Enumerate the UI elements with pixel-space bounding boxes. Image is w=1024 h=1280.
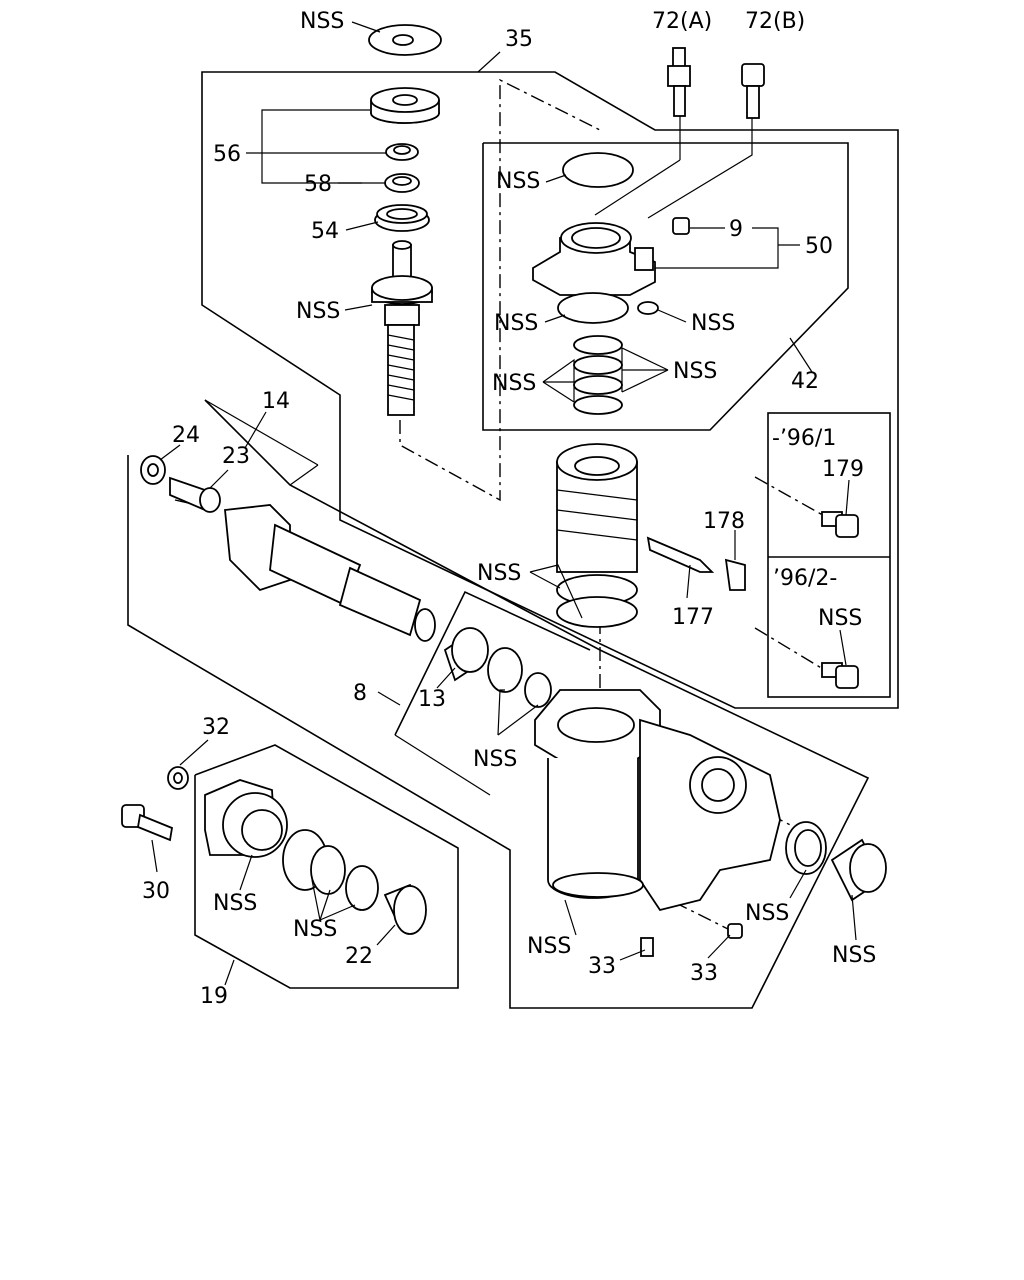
- label-part-24: 24: [172, 423, 200, 448]
- label-part-56: 56: [213, 142, 241, 167]
- label-nss-bolt-96-2: NSS: [818, 606, 862, 631]
- bolt-30: [121, 804, 174, 842]
- seal-ring-stack: [573, 335, 623, 415]
- label-part-33-right: 33: [690, 961, 718, 986]
- oring-top: [562, 152, 634, 188]
- label-part-9: 9: [729, 217, 743, 242]
- plug-33-left: [640, 937, 654, 957]
- label-part-72b: 72(B): [745, 9, 805, 34]
- gear-housing: [534, 689, 781, 912]
- label-nss-valve-left: NSS: [494, 311, 538, 336]
- seal-mid-b: [524, 672, 552, 708]
- label-nss-oring-top: NSS: [496, 169, 540, 194]
- leader-lines: [151, 21, 857, 986]
- label-nss-cap: NSS: [832, 943, 876, 968]
- label-part-179: 179: [822, 457, 864, 482]
- label-part-177: 177: [672, 605, 714, 630]
- label-part-8: 8: [353, 681, 367, 706]
- washer-56: [385, 143, 419, 161]
- cap-right: [830, 838, 887, 902]
- label-part-178: 178: [703, 509, 745, 534]
- label-nss-rings-right: NSS: [673, 359, 717, 384]
- seal-58: [384, 173, 420, 193]
- side-cover: [204, 779, 288, 858]
- valve-oring-right: [637, 301, 659, 315]
- label-nss-valve-right: NSS: [691, 311, 735, 336]
- group-outline-8: [394, 590, 591, 796]
- label-nss-seals-mid: NSS: [473, 747, 517, 772]
- adjuster-nut: [370, 87, 440, 124]
- sector-shaft-14: [224, 504, 436, 642]
- label-part-72a: 72(A): [652, 9, 712, 34]
- label-part-35: 35: [505, 27, 533, 52]
- screw-23: [169, 476, 221, 513]
- valve-oring-left: [557, 292, 629, 324]
- bearing-22: [383, 883, 427, 935]
- label-range-96-1: -’96/1: [772, 426, 836, 451]
- label-nss-piston-rings: NSS: [477, 561, 521, 586]
- label-nss-input-shaft: NSS: [296, 299, 340, 324]
- group-outline-42: [482, 142, 849, 431]
- label-nss-rings-left: NSS: [492, 371, 536, 396]
- label-nss-seal-right: NSS: [745, 901, 789, 926]
- piston: [556, 443, 638, 628]
- label-part-30: 30: [142, 879, 170, 904]
- nut-24: [140, 455, 166, 485]
- label-range-96-2: ’96/2-: [773, 566, 837, 591]
- label-part-58: 58: [304, 172, 332, 197]
- cover-ring-small: [345, 865, 379, 911]
- label-part-23: 23: [222, 444, 250, 469]
- label-part-33-left: 33: [588, 954, 616, 979]
- valve-housing: [532, 222, 656, 296]
- label-part-32: 32: [202, 715, 230, 740]
- bearing-13: [443, 627, 489, 682]
- callout-labels: NSS 35 72(A) 72(B) 56 58 54 NSS NSS 9 50…: [142, 9, 876, 1009]
- label-nss-cover-rings: NSS: [293, 917, 337, 942]
- group-outline-19: [194, 744, 459, 989]
- clamp-178: [724, 558, 746, 591]
- seal-mid-a: [487, 647, 523, 693]
- bolt-179: [821, 511, 859, 538]
- cover-ring-mid: [310, 845, 346, 895]
- clip-177: [646, 536, 715, 573]
- label-nss-housing: NSS: [527, 934, 571, 959]
- group-outline-14: [127, 399, 870, 1009]
- seal-right: [785, 821, 827, 875]
- label-part-42: 42: [791, 369, 819, 394]
- bolt-nss-96b: [821, 662, 859, 689]
- bolt-72a: [667, 47, 691, 117]
- label-nss-side-cover: NSS: [213, 891, 257, 916]
- label-part-54: 54: [311, 219, 339, 244]
- plug-9: [672, 217, 690, 235]
- bolt-72b: [741, 63, 765, 119]
- group-outline-35: [201, 51, 899, 709]
- label-nss-top-plate: NSS: [300, 9, 344, 34]
- label-part-50: 50: [805, 234, 833, 259]
- label-part-22: 22: [345, 944, 373, 969]
- top-plate: [368, 24, 442, 56]
- label-part-14: 14: [262, 389, 290, 414]
- plug-33-right: [727, 923, 743, 939]
- label-part-19: 19: [200, 984, 228, 1009]
- label-part-13: 13: [418, 687, 446, 712]
- input-shaft: [371, 240, 433, 416]
- range-box-96: [767, 412, 891, 698]
- nut-32: [167, 766, 189, 790]
- assembly-center-lines: [174, 78, 829, 931]
- bearing-54: [374, 204, 430, 232]
